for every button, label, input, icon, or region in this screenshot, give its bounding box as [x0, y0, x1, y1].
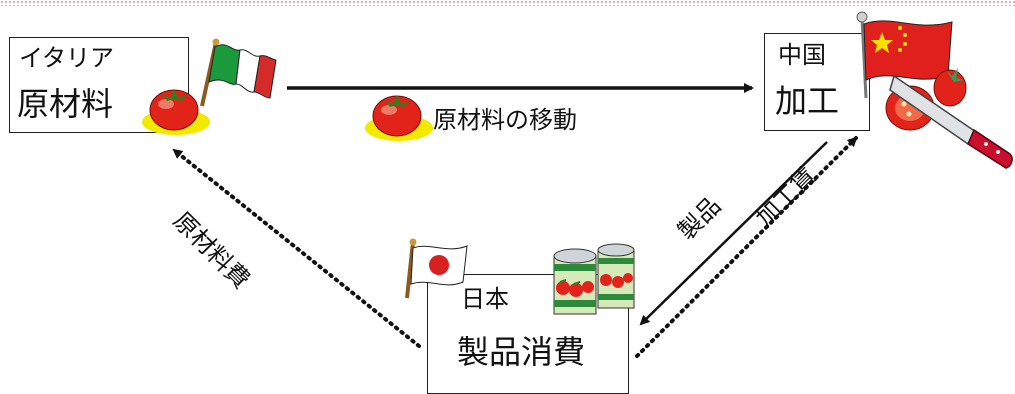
raw-material-cost-arrow — [172, 148, 421, 348]
flow-arrows — [172, 83, 858, 358]
china-country-label: 中国 — [778, 41, 826, 69]
japan-role-label: 製品消費 — [457, 333, 586, 371]
italy-role-label: 原材料 — [17, 85, 114, 123]
china-flag-icon — [856, 11, 953, 99]
decorative-top-border — [0, 0, 1015, 6]
japan-flag-icon — [405, 238, 468, 299]
italy-node: イタリア 原材料 — [9, 37, 189, 133]
italy-flag-icon — [200, 38, 277, 107]
product-flow-arrow — [639, 141, 828, 326]
china-role-label: 加工 — [775, 82, 840, 120]
china-node: 中国 加工 — [764, 33, 870, 131]
raw-material-flow-label: 原材料の移動 — [433, 106, 577, 134]
processing-fee-arrow — [635, 136, 858, 358]
tomato-can-icon — [553, 243, 635, 315]
japan-country-label: 日本 — [461, 285, 509, 313]
italy-country-label: イタリア — [19, 44, 115, 72]
knife-icon — [885, 68, 1013, 169]
tomato-icon — [142, 89, 210, 135]
tomato-icon — [365, 95, 433, 141]
